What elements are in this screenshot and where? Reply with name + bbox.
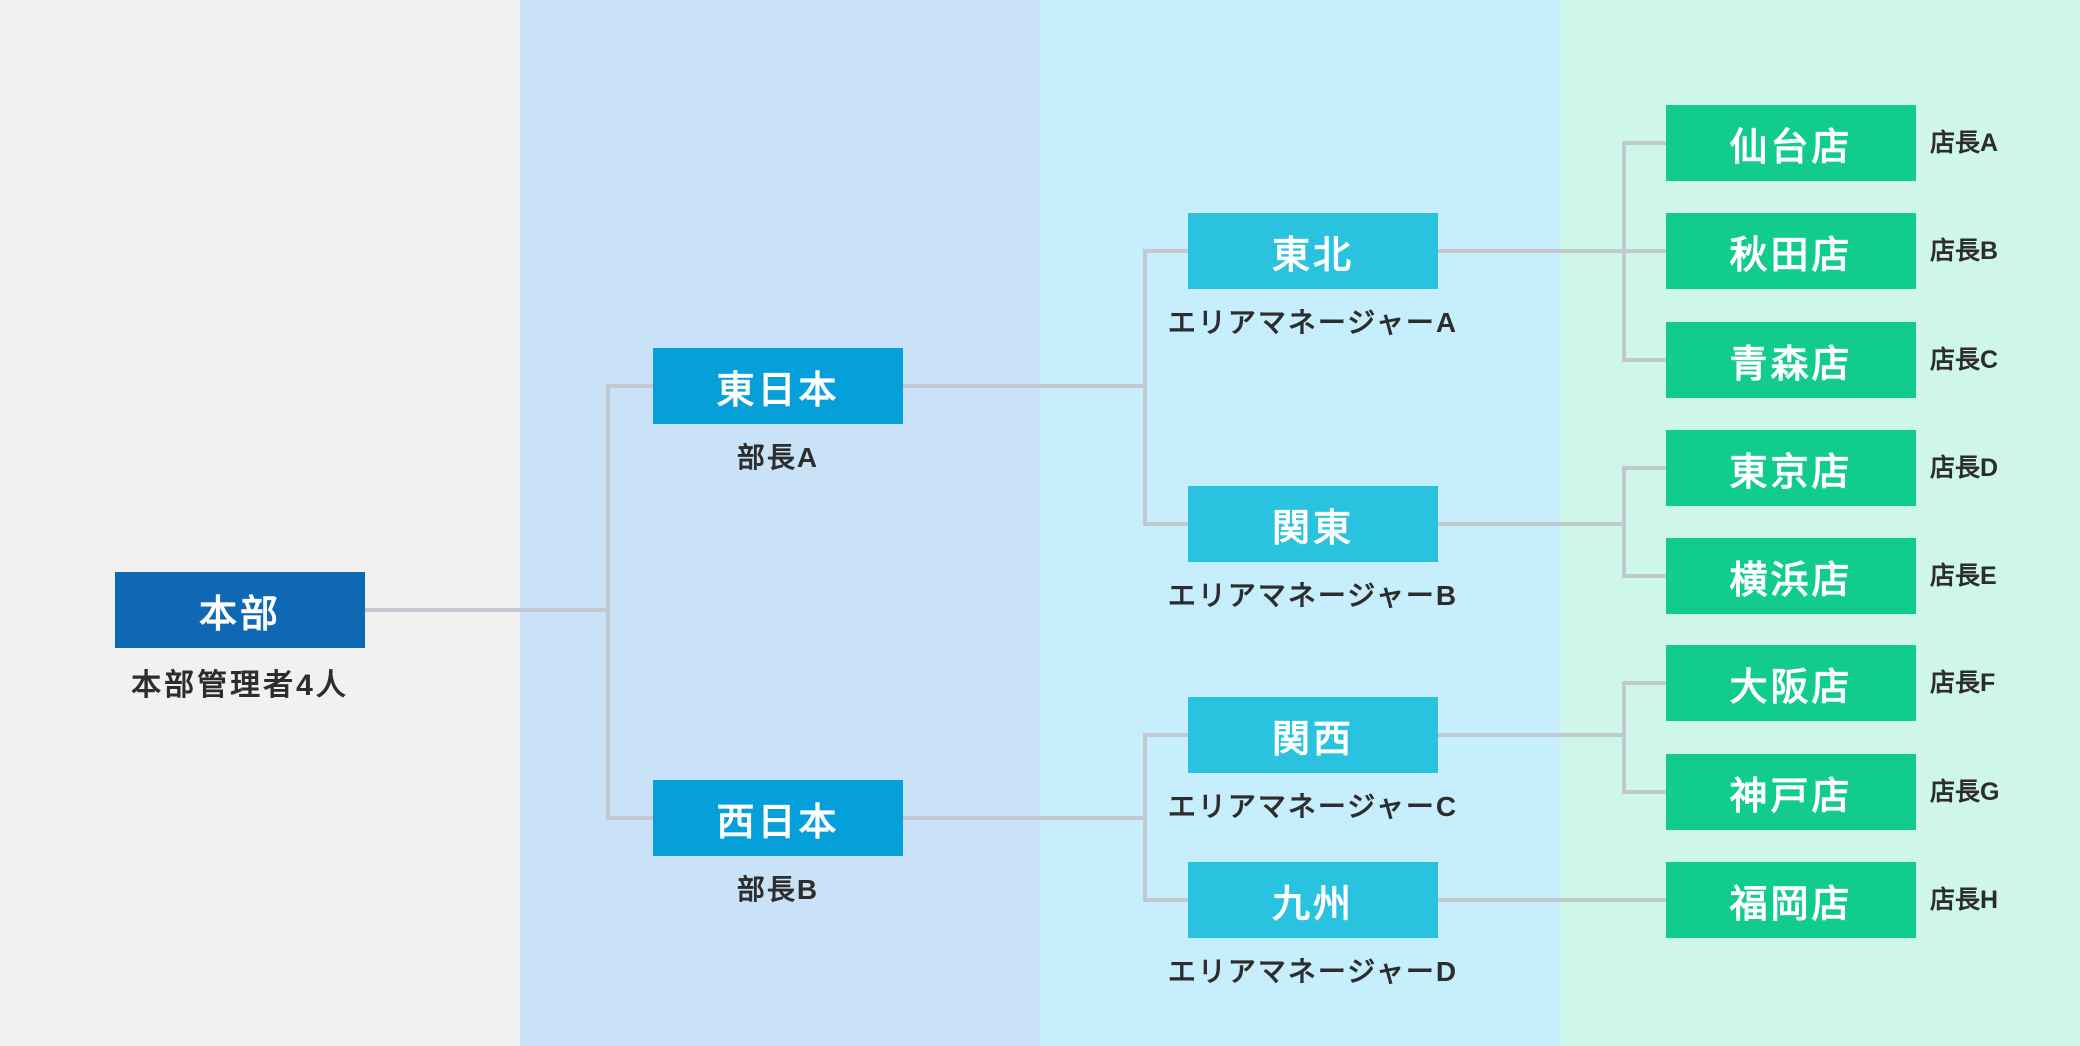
node-fukuoka-store-label: 福岡店	[1729, 883, 1853, 926]
node-headquarters-sublabel: 本部管理者4人	[131, 669, 349, 702]
node-aomori-store: 青森店	[1666, 322, 1916, 398]
kobe-store-manager-label: 店長G	[1930, 778, 2000, 806]
connector-kanto-stores	[1438, 522, 1626, 526]
connector-stub-tohoku	[1143, 249, 1188, 253]
node-kobe-store: 神戸店	[1666, 754, 1916, 830]
node-akita-store-label: 秋田店	[1729, 234, 1853, 277]
connector-stub-aomori	[1622, 358, 1666, 362]
connector-stub-yokohama	[1622, 574, 1666, 578]
bg-column-headquarters	[0, 0, 520, 1046]
node-osaka-store-label: 大阪店	[1729, 666, 1853, 709]
node-yokohama-store: 横浜店	[1666, 538, 1916, 614]
node-kansai: 関西	[1188, 697, 1438, 773]
connector-trunk-tohoku-stores	[1622, 141, 1626, 362]
node-tohoku-label: 東北	[1271, 234, 1354, 277]
node-west-japan-sublabel: 部長B	[736, 874, 820, 905]
node-fukuoka-store: 福岡店	[1666, 862, 1916, 938]
connector-stub-kobe	[1622, 790, 1666, 794]
connector-kyushu-fukuoka	[1438, 898, 1666, 902]
node-tokyo-store-label: 東京店	[1729, 451, 1853, 494]
node-tohoku: 東北	[1188, 213, 1438, 289]
node-kobe-store-label: 神戸店	[1729, 775, 1853, 818]
connector-trunk-west-areas	[1143, 733, 1147, 902]
node-osaka-store: 大阪店	[1666, 645, 1916, 721]
node-tokyo-store: 東京店	[1666, 430, 1916, 506]
node-akita-store: 秋田店	[1666, 213, 1916, 289]
node-headquarters: 本部	[115, 572, 365, 648]
node-kyushu: 九州	[1188, 862, 1438, 938]
node-kansai-sublabel: エリアマネージャーC	[1167, 791, 1459, 822]
connector-west-japan-trunk	[903, 816, 1147, 820]
node-sendai-store-label: 仙台店	[1729, 126, 1853, 169]
connector-stub-west-japan	[606, 816, 653, 820]
connector-kansai-stores	[1438, 733, 1626, 737]
node-west-japan: 西日本	[653, 780, 903, 856]
tokyo-store-manager-label: 店長D	[1930, 454, 1999, 482]
sendai-store-manager-label: 店長A	[1930, 129, 1999, 157]
node-west-japan-label: 西日本	[716, 801, 840, 844]
osaka-store-manager-label: 店長F	[1930, 669, 1996, 697]
connector-stub-tokyo	[1622, 466, 1666, 470]
aomori-store-manager-label: 店長C	[1930, 346, 1999, 374]
connector-east-japan-trunk	[903, 384, 1147, 388]
connector-stub-osaka	[1622, 681, 1666, 685]
connector-trunk-divisions	[606, 384, 610, 820]
connector-honbu-trunk	[365, 608, 610, 612]
fukuoka-store-manager-label: 店長H	[1930, 886, 1999, 914]
node-east-japan: 東日本	[653, 348, 903, 424]
node-kyushu-sublabel: エリアマネージャーD	[1167, 956, 1459, 987]
connector-tohoku-stores	[1438, 249, 1666, 253]
connector-stub-east-japan	[606, 384, 653, 388]
connector-stub-kanto	[1143, 522, 1188, 526]
node-yokohama-store-label: 横浜店	[1729, 559, 1853, 602]
akita-store-manager-label: 店長B	[1930, 237, 1999, 265]
connector-trunk-east-areas	[1143, 249, 1147, 526]
connector-stub-kyushu	[1143, 898, 1188, 902]
node-kyushu-label: 九州	[1271, 883, 1354, 926]
yokohama-store-manager-label: 店長E	[1930, 562, 1997, 590]
node-aomori-store-label: 青森店	[1729, 343, 1853, 386]
connector-stub-kansai	[1143, 733, 1188, 737]
node-sendai-store: 仙台店	[1666, 105, 1916, 181]
node-east-japan-label: 東日本	[716, 369, 840, 412]
node-kanto-label: 関東	[1271, 507, 1354, 550]
node-east-japan-sublabel: 部長A	[736, 442, 820, 473]
connector-trunk-kanto-stores	[1622, 466, 1626, 578]
connector-trunk-kansai-stores	[1622, 681, 1626, 794]
node-tohoku-sublabel: エリアマネージャーA	[1167, 307, 1459, 338]
connector-stub-sendai	[1622, 141, 1666, 145]
node-kanto-sublabel: エリアマネージャーB	[1167, 580, 1459, 611]
node-headquarters-label: 本部	[198, 593, 281, 636]
node-kanto: 関東	[1188, 486, 1438, 562]
node-kansai-label: 関西	[1271, 718, 1354, 761]
